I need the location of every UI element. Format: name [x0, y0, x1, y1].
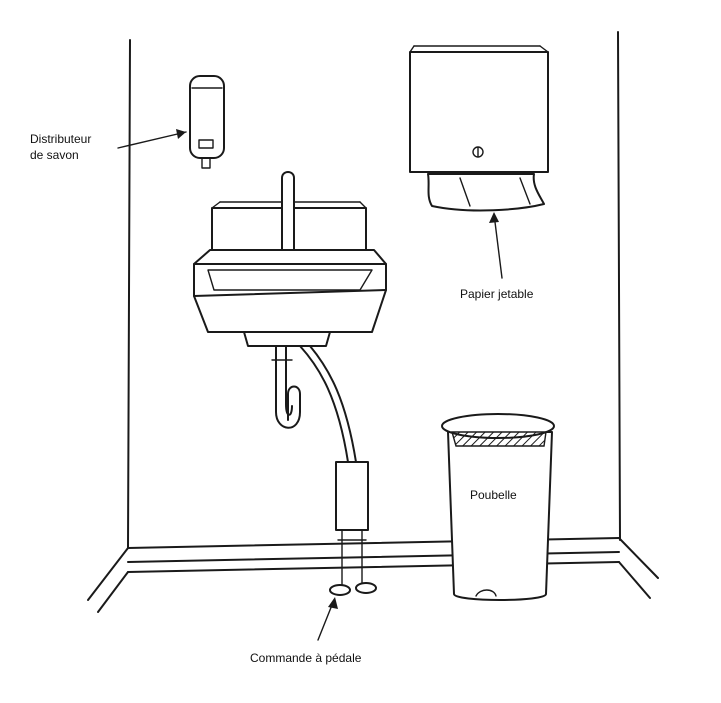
drain-trap: [271, 345, 301, 429]
soap-dispenser: [189, 75, 225, 169]
paper-towel-label: Papier jetable: [460, 287, 534, 301]
trash-bin: [441, 413, 555, 601]
sink: [193, 171, 387, 347]
pedal-hose: [299, 345, 357, 463]
soap-dispenser-label: Distributeur de savon: [30, 131, 91, 163]
paper-arrow: [489, 212, 503, 279]
room-walls: [87, 31, 659, 613]
soap-arrow: [117, 129, 187, 149]
foot-pedal-control: [329, 461, 377, 596]
paper-towel-dispenser: [409, 45, 549, 212]
pedal-arrow: [317, 597, 338, 641]
pedal-control-label: Commande à pédale: [250, 651, 362, 665]
soap-label-line1: Distributeur: [30, 132, 92, 146]
soap-label-line2: de savon: [30, 148, 79, 162]
trash-bin-label: Poubelle: [470, 488, 517, 502]
